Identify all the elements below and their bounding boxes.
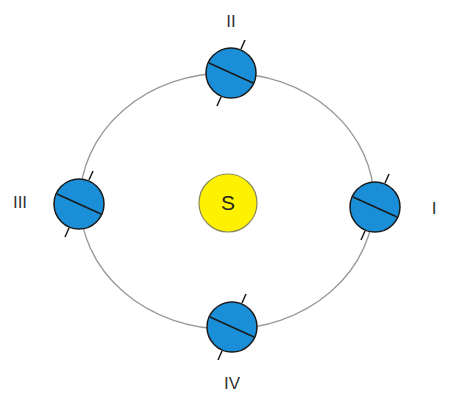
position-label: II [226,12,235,32]
sun-circle: S [198,173,258,233]
earth-symbol [54,171,104,237]
orbit-ellipse [80,73,374,329]
earth-symbol [207,294,257,360]
earth-symbol [350,174,400,240]
position-label: IV [224,374,240,394]
position-label: I [432,199,437,219]
position-label: III [13,193,27,213]
sun-label: S [221,191,235,215]
earth-symbol [206,40,256,106]
